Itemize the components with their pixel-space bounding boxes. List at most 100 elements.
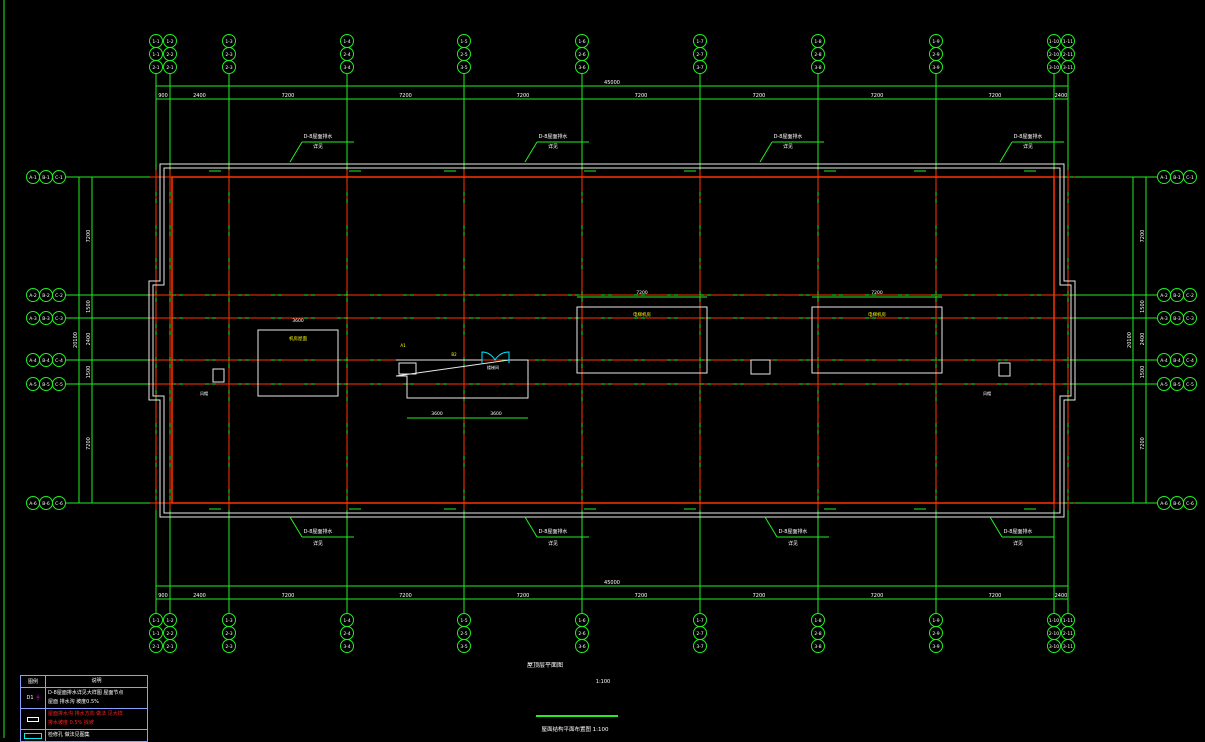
drawing-scale: 1:100 <box>596 679 610 685</box>
room-label: 电梯机房 <box>633 311 651 318</box>
room-label: 电梯机房 <box>868 311 886 318</box>
axis-bubble-label: 1-5 <box>460 39 467 45</box>
axis-bubble-label: A-3 <box>29 316 37 322</box>
axis-bubble-label: 2-4 <box>343 52 350 58</box>
dimension-text: 7200 <box>871 593 884 599</box>
axis-bubble <box>52 311 66 325</box>
machine-room-outline <box>811 306 943 374</box>
dimension-text: 7200 <box>989 93 1002 99</box>
legend-header-desc: 说明 <box>91 678 102 684</box>
drawing-subtitle: 屋面结构平面布置图 1:100 <box>541 725 609 733</box>
section-leader <box>764 516 778 538</box>
axis-bubble-label: A-6 <box>29 501 37 507</box>
section-tag-text: D-8屋面排水 <box>304 133 333 140</box>
axis-bubble <box>811 639 825 653</box>
axis-bubble-label: 2-7 <box>696 52 703 58</box>
room-label: 机房屋面 <box>289 335 307 342</box>
axis-bubble <box>222 639 236 653</box>
axis-bubble-label: 3-8 <box>814 65 821 71</box>
axis-bubble-label: 1-4 <box>343 39 350 45</box>
section-tag-text: D-8屋面排水 <box>539 133 568 140</box>
dimension-text: 1500 <box>1140 366 1146 379</box>
axis-bubble-label: 2-8 <box>814 631 821 637</box>
axis-bubble <box>149 639 163 653</box>
axis-bubble <box>340 60 354 74</box>
axis-bubble-label: C-5 <box>1186 382 1194 388</box>
dimension-text: 7200 <box>517 93 530 99</box>
axis-bubble <box>1061 639 1075 653</box>
axis-bubble <box>340 639 354 653</box>
axis-bubble-label: 3-5 <box>460 65 467 71</box>
axis-bubble-label: 2-10 <box>1049 631 1059 637</box>
dimension-text: 7200 <box>517 593 530 599</box>
axis-bubble-label: B-6 <box>1173 501 1181 507</box>
section-tag-text: 详见 <box>313 143 323 150</box>
axis-bubble <box>575 60 589 74</box>
axis-bubble <box>52 170 66 184</box>
parapet-gutter-line <box>171 176 1055 504</box>
axis-bubble-label: 1-6 <box>578 618 585 624</box>
axis-bubble-label: 2-6 <box>578 631 585 637</box>
dimension-text: 7200 <box>282 593 295 599</box>
axis-bubble-label: A-4 <box>29 358 37 364</box>
axis-bubble-label: 1-8 <box>814 39 821 45</box>
axis-bubble <box>693 639 707 653</box>
machine-room-outline <box>576 306 708 374</box>
axis-bubble-label: 2-9 <box>932 631 939 637</box>
axis-bubble-label: 2-2 <box>166 52 173 58</box>
dimension-text: 1500 <box>1140 300 1146 313</box>
dimension-text: 900 <box>158 593 168 599</box>
axis-bubble-label: B-2 <box>42 293 50 299</box>
room-dim: 7200 <box>636 290 648 296</box>
axis-bubble-label: 2-5 <box>460 52 467 58</box>
axis-bubble-label: 1-6 <box>578 39 585 45</box>
axis-bubble-label: 3-4 <box>343 65 350 71</box>
vent-box <box>212 368 225 383</box>
axis-bubble-label: 3-5 <box>460 644 467 650</box>
axis-bubble-label: 2-3 <box>225 631 232 637</box>
axis-bubble-label: A-2 <box>1160 293 1168 299</box>
axis-bubble-label: A-2 <box>29 293 37 299</box>
section-leader <box>524 516 538 538</box>
axis-bubble <box>1061 60 1075 74</box>
section-tag-text: D-8屋面排水 <box>1014 133 1043 140</box>
axis-bubble-label: C-6 <box>1186 501 1194 507</box>
dimension-text: 7200 <box>635 93 648 99</box>
axis-bubble <box>457 639 471 653</box>
axis-bubble-label: 2-7 <box>696 631 703 637</box>
axis-bubble-label: 2-4 <box>343 631 350 637</box>
dimension-text: 7200 <box>282 93 295 99</box>
dimension-text: 2400 <box>193 93 206 99</box>
legend-text: 屋面排水沟 排水方向 做法 见大样 <box>48 711 123 717</box>
axis-bubble-label: 2-6 <box>578 52 585 58</box>
axis-bubble-label: 2-1 <box>152 644 159 650</box>
legend-text: D-8屋面排水详见大样图 屋面节点 <box>48 690 124 696</box>
axis-bubble <box>52 377 66 391</box>
axis-bubble-label: 1-3 <box>225 618 232 624</box>
axis-bubble-label: B-3 <box>42 316 50 322</box>
axis-bubble-label: 1-11 <box>1063 618 1073 624</box>
axis-bubble-label: C-2 <box>1186 293 1194 299</box>
axis-bubble-label: 1-7 <box>696 39 703 45</box>
axis-bubble-label: 3-10 <box>1049 644 1059 650</box>
door-swing-icon <box>481 351 510 363</box>
axis-bubble <box>929 639 943 653</box>
stair-enclosure-outline <box>395 359 529 399</box>
stair-dim: 3600 <box>490 411 502 417</box>
axis-bubble-label: C-5 <box>55 382 63 388</box>
axis-bubble-label: A-4 <box>1160 358 1168 364</box>
mark-label: A1 <box>400 343 406 348</box>
axis-bubble-label: 2-3 <box>225 52 232 58</box>
dimension-total-text: 45000 <box>604 580 620 586</box>
axis-bubble <box>52 353 66 367</box>
legend-table: 图例说明 D1╪D-8屋面排水详见大样图 屋面节点屋面 排水沟 坡度0.5% 屋… <box>20 675 148 742</box>
axis-bubble-label: 1-7 <box>696 618 703 624</box>
building-outline-outer <box>148 163 1076 518</box>
axis-bubble-label: C-1 <box>55 175 63 181</box>
axis-bubble-label: B-6 <box>42 501 50 507</box>
axis-bubble-label: A-6 <box>1160 501 1168 507</box>
vent-box <box>998 362 1011 377</box>
axis-bubble-label: 3-10 <box>1049 65 1059 71</box>
dimension-text: 1500 <box>86 300 92 313</box>
dimension-text: 2400 <box>1055 593 1068 599</box>
